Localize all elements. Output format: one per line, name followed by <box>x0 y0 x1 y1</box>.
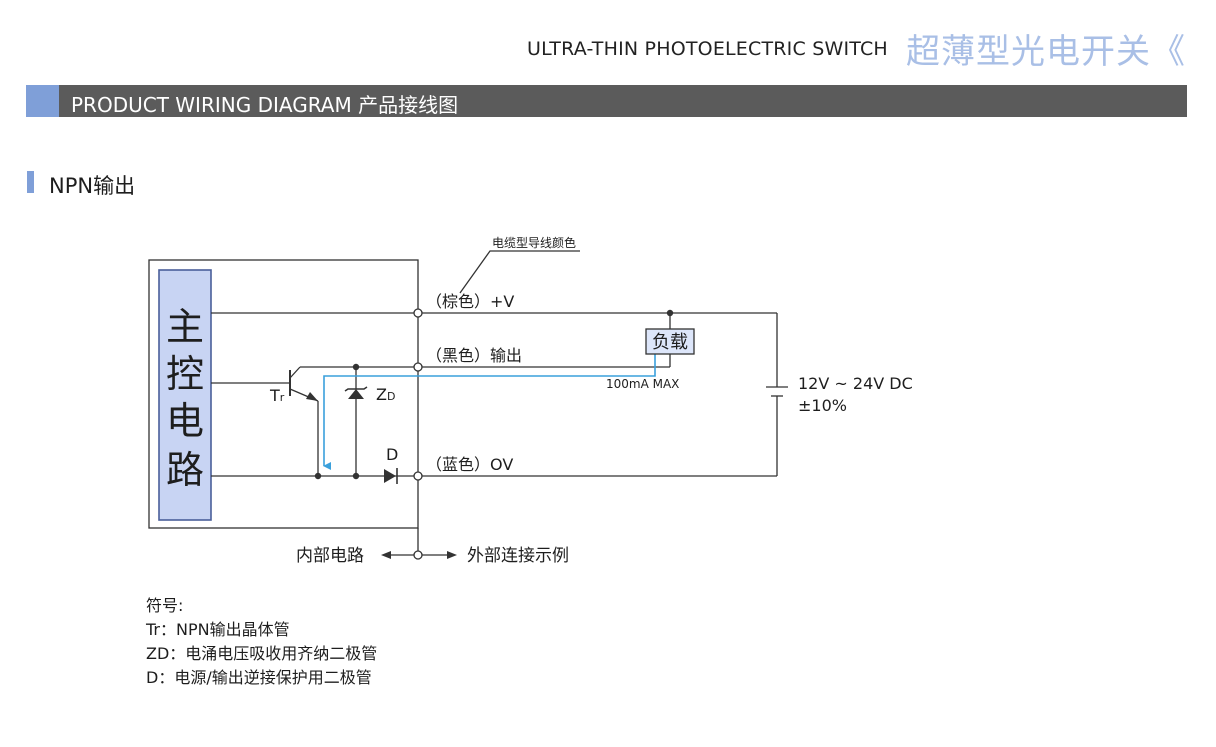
terminal-black <box>413 362 423 372</box>
zener-label: ZD <box>376 385 395 404</box>
terminal-boundary <box>413 550 423 560</box>
banner-accent <box>26 85 59 117</box>
section-banner: PRODUCT WIRING DIAGRAM 产品接线图 <box>26 85 1187 117</box>
legend-item: Tr：NPN输出晶体管 <box>146 620 290 639</box>
wire-black-label: （黑色）输出 <box>426 346 522 365</box>
legend-item: D：电源/输出逆接保护用二极管 <box>146 668 372 687</box>
header-title-en: ULTRA-THIN PHOTOELECTRIC SWITCH <box>527 38 888 60</box>
transistor-collector <box>289 366 301 379</box>
banner-title: PRODUCT WIRING DIAGRAM 产品接线图 <box>71 93 459 117</box>
terminal-brown <box>413 308 423 318</box>
wire-blue-label: （蓝色）OV <box>426 455 513 474</box>
current-path <box>323 354 656 470</box>
diode-label: D <box>386 445 398 464</box>
transistor-emitter-arrow <box>306 392 318 401</box>
section-title: NPN输出 <box>49 174 136 198</box>
internal-circuit-label: 内部电路 <box>296 546 364 566</box>
zener-diode-symbol <box>348 389 364 399</box>
internal-circuit-frame <box>148 259 419 529</box>
wire-color-note: 电缆型导线颜色 <box>492 235 576 250</box>
external-connection-label: 外部连接示例 <box>467 546 569 566</box>
transistor-label: Tr <box>269 386 285 405</box>
junction-dot <box>666 309 674 317</box>
load-label: 负载 <box>652 332 688 353</box>
load-box <box>645 328 695 355</box>
header-title-cn: 超薄型光电开关《 <box>906 32 1186 72</box>
zener-diode-bar <box>344 386 368 392</box>
terminal-blue <box>413 471 423 481</box>
supply-voltage-label: 12V ~ 24V DC <box>798 374 913 393</box>
legend-item: ZD：电涌电压吸收用齐纳二极管 <box>146 644 378 663</box>
wire-color-callout <box>459 250 580 294</box>
junction-dot <box>314 472 322 480</box>
main-circuit-char: 控 <box>166 352 204 396</box>
section-marker <box>27 171 34 193</box>
external-arrow-head <box>447 551 457 559</box>
main-circuit-char: 主 <box>166 305 204 349</box>
symbol-legend: 符号: Tr：NPN输出晶体管 ZD：电涌电压吸收用齐纳二极管 D：电源/输出逆… <box>146 594 377 690</box>
wire-brown-label: （棕色）+V <box>426 292 514 311</box>
main-circuit-char: 路 <box>166 448 204 492</box>
current-max-label: 100mA MAX <box>606 377 679 391</box>
supply-tolerance-label: ±10% <box>798 396 847 415</box>
main-circuit-char: 电 <box>166 399 204 443</box>
main-circuit-box <box>158 269 212 521</box>
diode-symbol <box>384 469 396 483</box>
legend-title: 符号: <box>146 596 184 615</box>
junction-dot <box>352 472 360 480</box>
junction-dot <box>352 363 360 371</box>
internal-arrow-head <box>381 551 391 559</box>
